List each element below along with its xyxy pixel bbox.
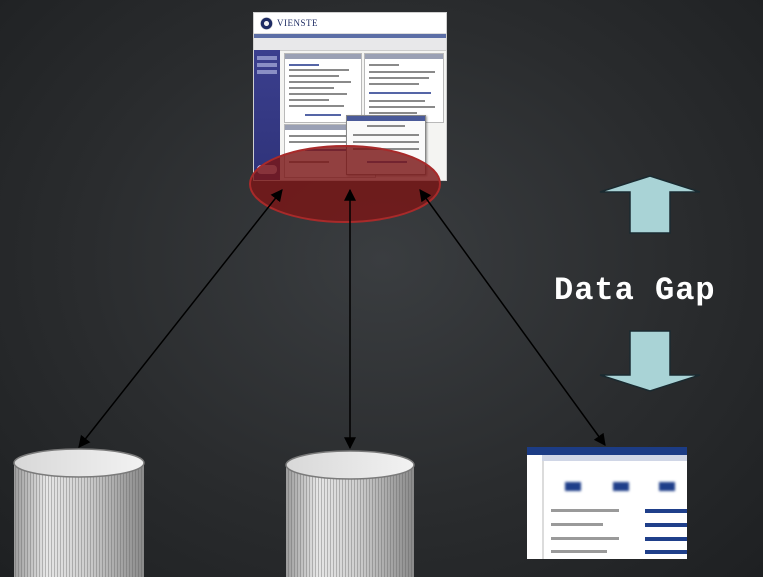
portal-sidebar-button <box>257 56 277 60</box>
portal-sidebar-button <box>257 63 277 67</box>
portal-brand: VIENSTE <box>277 18 318 28</box>
portal-screenshot: VIENSTE <box>253 12 447 181</box>
portal-nav-strip <box>254 34 446 38</box>
database-left-icon <box>13 448 145 577</box>
integration-highlight-ellipse <box>249 145 441 223</box>
portal-subnav <box>254 38 446 51</box>
database-center-icon <box>285 450 415 577</box>
connector-to-report <box>419 189 606 446</box>
gap-down-arrow-icon <box>599 330 701 392</box>
report-document-icon <box>527 447 687 559</box>
portal-sidebar-button <box>257 70 277 74</box>
connector-to-left-database <box>78 189 283 448</box>
portal-panel-left <box>284 53 362 123</box>
portal-seal-icon <box>260 17 273 30</box>
portal-panel-right <box>364 53 444 123</box>
portal-header: VIENSTE <box>254 13 446 34</box>
data-gap-label: Data Gap <box>554 272 716 309</box>
